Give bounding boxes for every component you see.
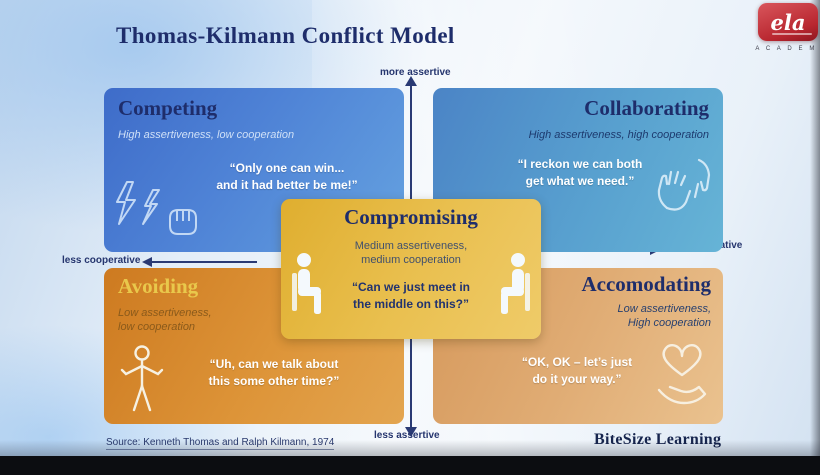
hands-high-five-icon — [645, 152, 719, 223]
compromising-quote: “Can we just meet in the middle on this?… — [351, 280, 471, 311]
bottom-letterbox — [0, 456, 820, 475]
ela-logo-mark: ela — [758, 3, 818, 41]
right-edge-shadow — [810, 0, 820, 475]
avoiding-title: Avoiding — [118, 274, 199, 298]
collaborating-subtitle: High assertiveness, high cooperation — [528, 129, 709, 141]
cooperation-axis-line-left — [151, 261, 257, 263]
axis-label-less-assertive: less assertive — [374, 430, 440, 441]
collaborating-quote: “I reckon we can both get what we need.” — [517, 157, 643, 188]
seated-person-left-icon — [289, 251, 327, 336]
page-title: Thomas-Kilmann Conflict Model — [116, 23, 455, 48]
accommodating-quote: “OK, OK – let’s just do it your way.” — [521, 355, 633, 386]
quadrant-avoiding: Avoiding Low assertiveness, low cooperat… — [104, 268, 404, 424]
person-shrug-icon — [114, 344, 170, 423]
axis-label-less-cooperative: less cooperative — [62, 255, 141, 266]
competing-subtitle: High assertiveness, low cooperation — [118, 129, 295, 141]
lightning-fist-icon — [112, 180, 204, 247]
collaborating-title: Collaborating — [584, 96, 709, 120]
seated-person-right-icon — [495, 251, 533, 336]
axis-label-more-assertive: more assertive — [380, 67, 451, 78]
quadrant-compromising: Compromising Medium assertiveness, mediu… — [281, 199, 541, 339]
competing-title: Competing — [118, 96, 218, 120]
avoiding-subtitle: Low assertiveness, low cooperation — [118, 307, 212, 334]
compromising-subtitle: Medium assertiveness, medium cooperation — [354, 240, 468, 267]
ela-academy-text: A C A D E M — [755, 46, 817, 52]
ela-logo: ela A C A D E M — [754, 0, 820, 64]
avoiding-quote: “Uh, can we talk about this some other t… — [208, 357, 340, 388]
ela-logo-text: ela — [770, 9, 806, 35]
accommodating-title: Accomodating — [581, 272, 712, 296]
competing-quote: “Only one can win... and it had better b… — [216, 161, 358, 192]
ela-logo-swash — [772, 33, 812, 35]
arrow-down-icon — [405, 427, 417, 437]
brand-logo-text: BiteSize Learning — [594, 431, 722, 448]
accommodating-subtitle: Low assertiveness, High cooperation — [617, 303, 711, 330]
arrow-up-icon — [405, 76, 417, 86]
compromising-title: Compromising — [344, 205, 478, 229]
heart-in-hand-icon — [649, 324, 715, 421]
source-text: Source: Kenneth Thomas and Ralph Kilmann… — [106, 437, 335, 450]
arrow-left-icon — [142, 257, 152, 267]
